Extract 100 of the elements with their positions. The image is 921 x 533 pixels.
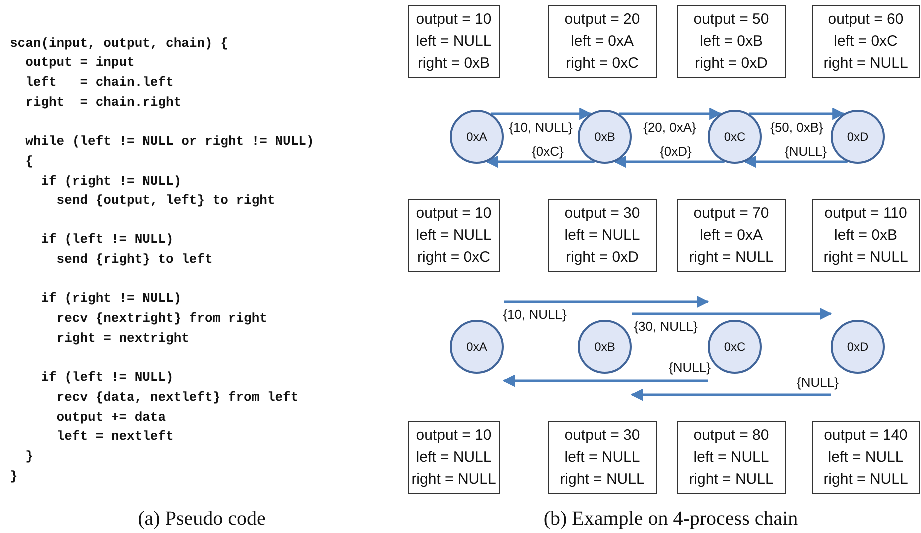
- state-text: right = 0xB: [418, 54, 490, 74]
- arrow: [749, 108, 846, 120]
- caption: (a) Pseudo code: [138, 508, 266, 531]
- state-text: right = 0xC: [418, 248, 490, 268]
- arrow: [491, 108, 592, 120]
- process-id: 0xA: [466, 340, 488, 354]
- state-text: left = NULL: [564, 448, 640, 468]
- code-line: output = input: [24, 55, 135, 71]
- state-text: output = 140: [824, 426, 908, 446]
- state-text: right = 0xD: [695, 54, 768, 74]
- process-id: 0xC: [724, 130, 746, 144]
- state-text: output = 10: [416, 204, 492, 224]
- state-text: left = NULL: [416, 226, 492, 246]
- code-line: right = chain.right: [24, 95, 182, 111]
- state-text: left = 0xA: [700, 226, 763, 246]
- state-text: output = 30: [564, 204, 640, 224]
- state-box: [548, 5, 657, 78]
- state-box: [548, 421, 657, 494]
- code-line: send {right} to left: [56, 252, 213, 268]
- process-circle: [450, 110, 504, 164]
- state-text: left = 0xA: [571, 32, 634, 52]
- state-text: right = 0xD: [566, 248, 639, 268]
- code-line: {: [24, 154, 34, 170]
- state-text: right = NULL: [824, 470, 908, 490]
- state-text: output = 30: [564, 426, 640, 446]
- code-line: while (left != NULL or right != NULL): [24, 134, 314, 150]
- state-text: output = 60: [828, 10, 904, 30]
- state-text: right = NULL: [824, 54, 908, 74]
- state-box: [408, 5, 500, 78]
- state-box: [677, 199, 786, 272]
- code-line: left = chain.left: [24, 75, 174, 91]
- edge-label: {10, NULL}: [502, 308, 568, 322]
- arrow: [486, 156, 595, 168]
- arrow: [744, 156, 848, 168]
- code-line: recv {data, nextleft} from left: [56, 390, 299, 406]
- code-line: left = nextleft: [56, 429, 174, 445]
- state-text: output = 70: [694, 204, 770, 224]
- state-box: [812, 5, 920, 78]
- state-text: left = NULL: [694, 448, 770, 468]
- edge-label: {20, 0xA}: [642, 121, 698, 135]
- process-id: 0xA: [466, 130, 488, 144]
- state-text: output = 20: [564, 10, 640, 30]
- state-text: left = 0xB: [700, 32, 763, 52]
- arrow: [619, 108, 722, 120]
- process-id: 0xB: [594, 130, 616, 144]
- edge-label: {NULL}: [796, 376, 840, 390]
- state-text: output = 80: [694, 426, 770, 446]
- state-text: output = 50: [694, 10, 770, 30]
- arrow: [504, 296, 710, 308]
- process-circle: [708, 110, 762, 164]
- arrow: [614, 156, 725, 168]
- process-id: 0xC: [724, 340, 746, 354]
- state-text: output = 10: [416, 10, 492, 30]
- process-id: 0xD: [847, 340, 869, 354]
- arrow: [632, 308, 832, 320]
- state-text: left = NULL: [828, 448, 904, 468]
- code-line: }: [24, 449, 34, 465]
- arrow: [502, 374, 708, 388]
- code-line: if (left != NULL): [40, 232, 174, 248]
- state-text: output = 10: [416, 426, 492, 446]
- state-text: right = NULL: [560, 470, 645, 490]
- state-text: right = NULL: [689, 248, 774, 268]
- process-circle: [450, 320, 504, 374]
- state-box: [812, 421, 920, 494]
- code-line: if (right != NULL): [40, 291, 182, 307]
- edge-label: {30, NULL}: [633, 320, 699, 334]
- state-text: left = 0xC: [834, 32, 898, 52]
- code-line: if (right != NULL): [40, 174, 182, 190]
- process-id: 0xD: [847, 130, 869, 144]
- edge-label: {NULL}: [784, 145, 828, 159]
- state-box: [677, 421, 786, 494]
- state-box: [408, 421, 500, 494]
- edge-label: {0xD}: [659, 145, 693, 159]
- state-text: right = NULL: [824, 248, 908, 268]
- state-box: [812, 199, 920, 272]
- state-text: left = NULL: [416, 32, 492, 52]
- state-box: [677, 5, 786, 78]
- code-line: send {output, left} to right: [56, 193, 276, 209]
- caption: (b) Example on 4-process chain: [544, 508, 798, 531]
- edge-label: {0xC}: [531, 145, 565, 159]
- code-line: right = nextright: [56, 331, 190, 347]
- state-box: [548, 199, 657, 272]
- code-line: output += data: [56, 410, 166, 426]
- process-circle: [831, 110, 885, 164]
- state-box: [408, 199, 500, 272]
- edge-label: {50, 0xB}: [770, 121, 824, 135]
- state-text: right = 0xC: [566, 54, 639, 74]
- process-circle: [578, 110, 632, 164]
- process-circle: [578, 320, 632, 374]
- state-text: left = NULL: [564, 226, 640, 246]
- state-text: right = NULL: [412, 470, 496, 490]
- state-text: left = 0xB: [834, 226, 898, 246]
- state-text: right = NULL: [689, 470, 774, 490]
- edge-label: {NULL}: [668, 361, 712, 375]
- code-line: recv {nextright} from right: [56, 311, 268, 327]
- edge-label: {10, NULL}: [508, 121, 574, 135]
- code-line: if (left != NULL): [40, 370, 174, 386]
- state-text: left = NULL: [416, 448, 492, 468]
- process-id: 0xB: [594, 340, 616, 354]
- code-line: scan(input, output, chain) {: [10, 36, 228, 52]
